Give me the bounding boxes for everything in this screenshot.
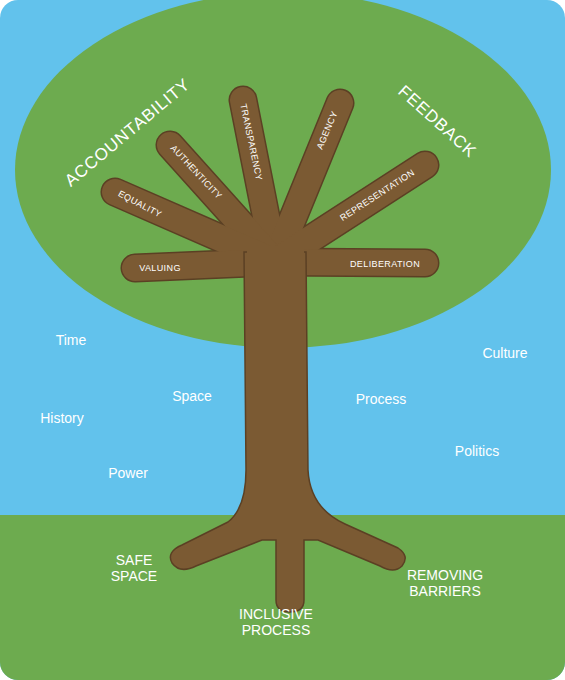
- context-label: Politics: [455, 443, 499, 459]
- branches: [115, 100, 425, 268]
- trunk-top: [247, 246, 304, 286]
- context-label: Culture: [482, 345, 527, 361]
- root-label: INCLUSIVE PROCESS: [221, 606, 331, 638]
- context-label: Time: [56, 332, 87, 348]
- trunk: [170, 252, 405, 612]
- root-label: SAFE SPACE: [94, 552, 174, 584]
- branch-label: DELIBERATION: [350, 259, 420, 269]
- root-label: REMOVING BARRIERS: [375, 567, 515, 599]
- context-label: Space: [172, 388, 212, 404]
- context-label: Process: [356, 391, 407, 407]
- branch-label: VALUING: [139, 263, 181, 273]
- context-label: Power: [108, 465, 148, 481]
- context-label: History: [40, 410, 84, 426]
